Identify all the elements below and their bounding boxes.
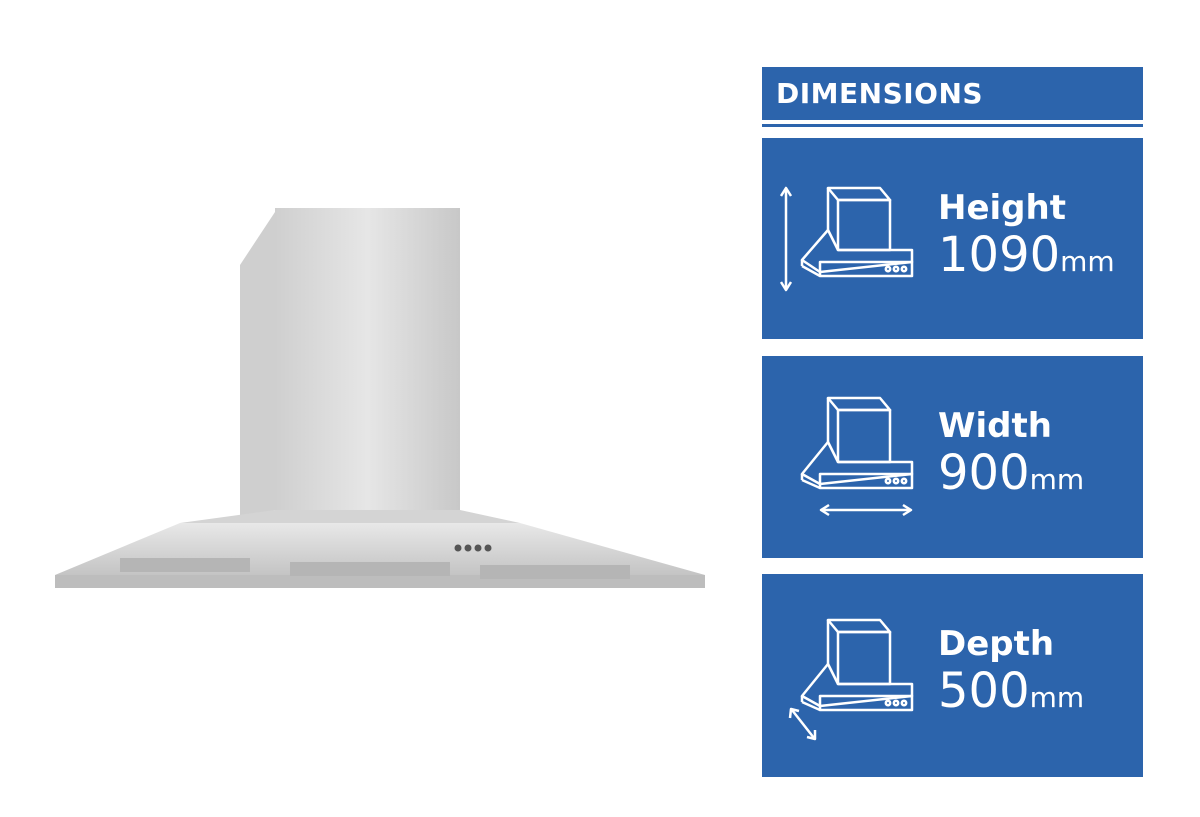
width-label: Width — [938, 406, 1052, 446]
height-card: Height 1090mm — [762, 138, 1143, 339]
width-unit: mm — [1029, 463, 1085, 496]
hood-height-icon — [780, 174, 930, 314]
dimensions-header: DIMENSIONS — [762, 67, 1143, 120]
hood-width-icon — [780, 392, 930, 532]
dimensions-title: DIMENSIONS — [776, 77, 984, 110]
header-rule — [762, 124, 1143, 127]
depth-number: 500 — [938, 663, 1030, 719]
height-value: 1090mm — [938, 228, 1115, 289]
width-card: Width 900mm — [762, 356, 1143, 558]
depth-unit: mm — [1029, 681, 1085, 714]
depth-value: 500mm — [938, 664, 1084, 725]
width-number: 900 — [938, 445, 1030, 501]
hood-depth-icon — [780, 610, 930, 750]
depth-card: Depth 500mm — [762, 574, 1143, 777]
height-unit: mm — [1060, 245, 1115, 278]
height-number: 1090 — [938, 227, 1061, 283]
height-label: Height — [938, 188, 1066, 228]
width-value: 900mm — [938, 446, 1084, 507]
range-hood-image — [40, 180, 730, 640]
depth-label: Depth — [938, 624, 1055, 664]
